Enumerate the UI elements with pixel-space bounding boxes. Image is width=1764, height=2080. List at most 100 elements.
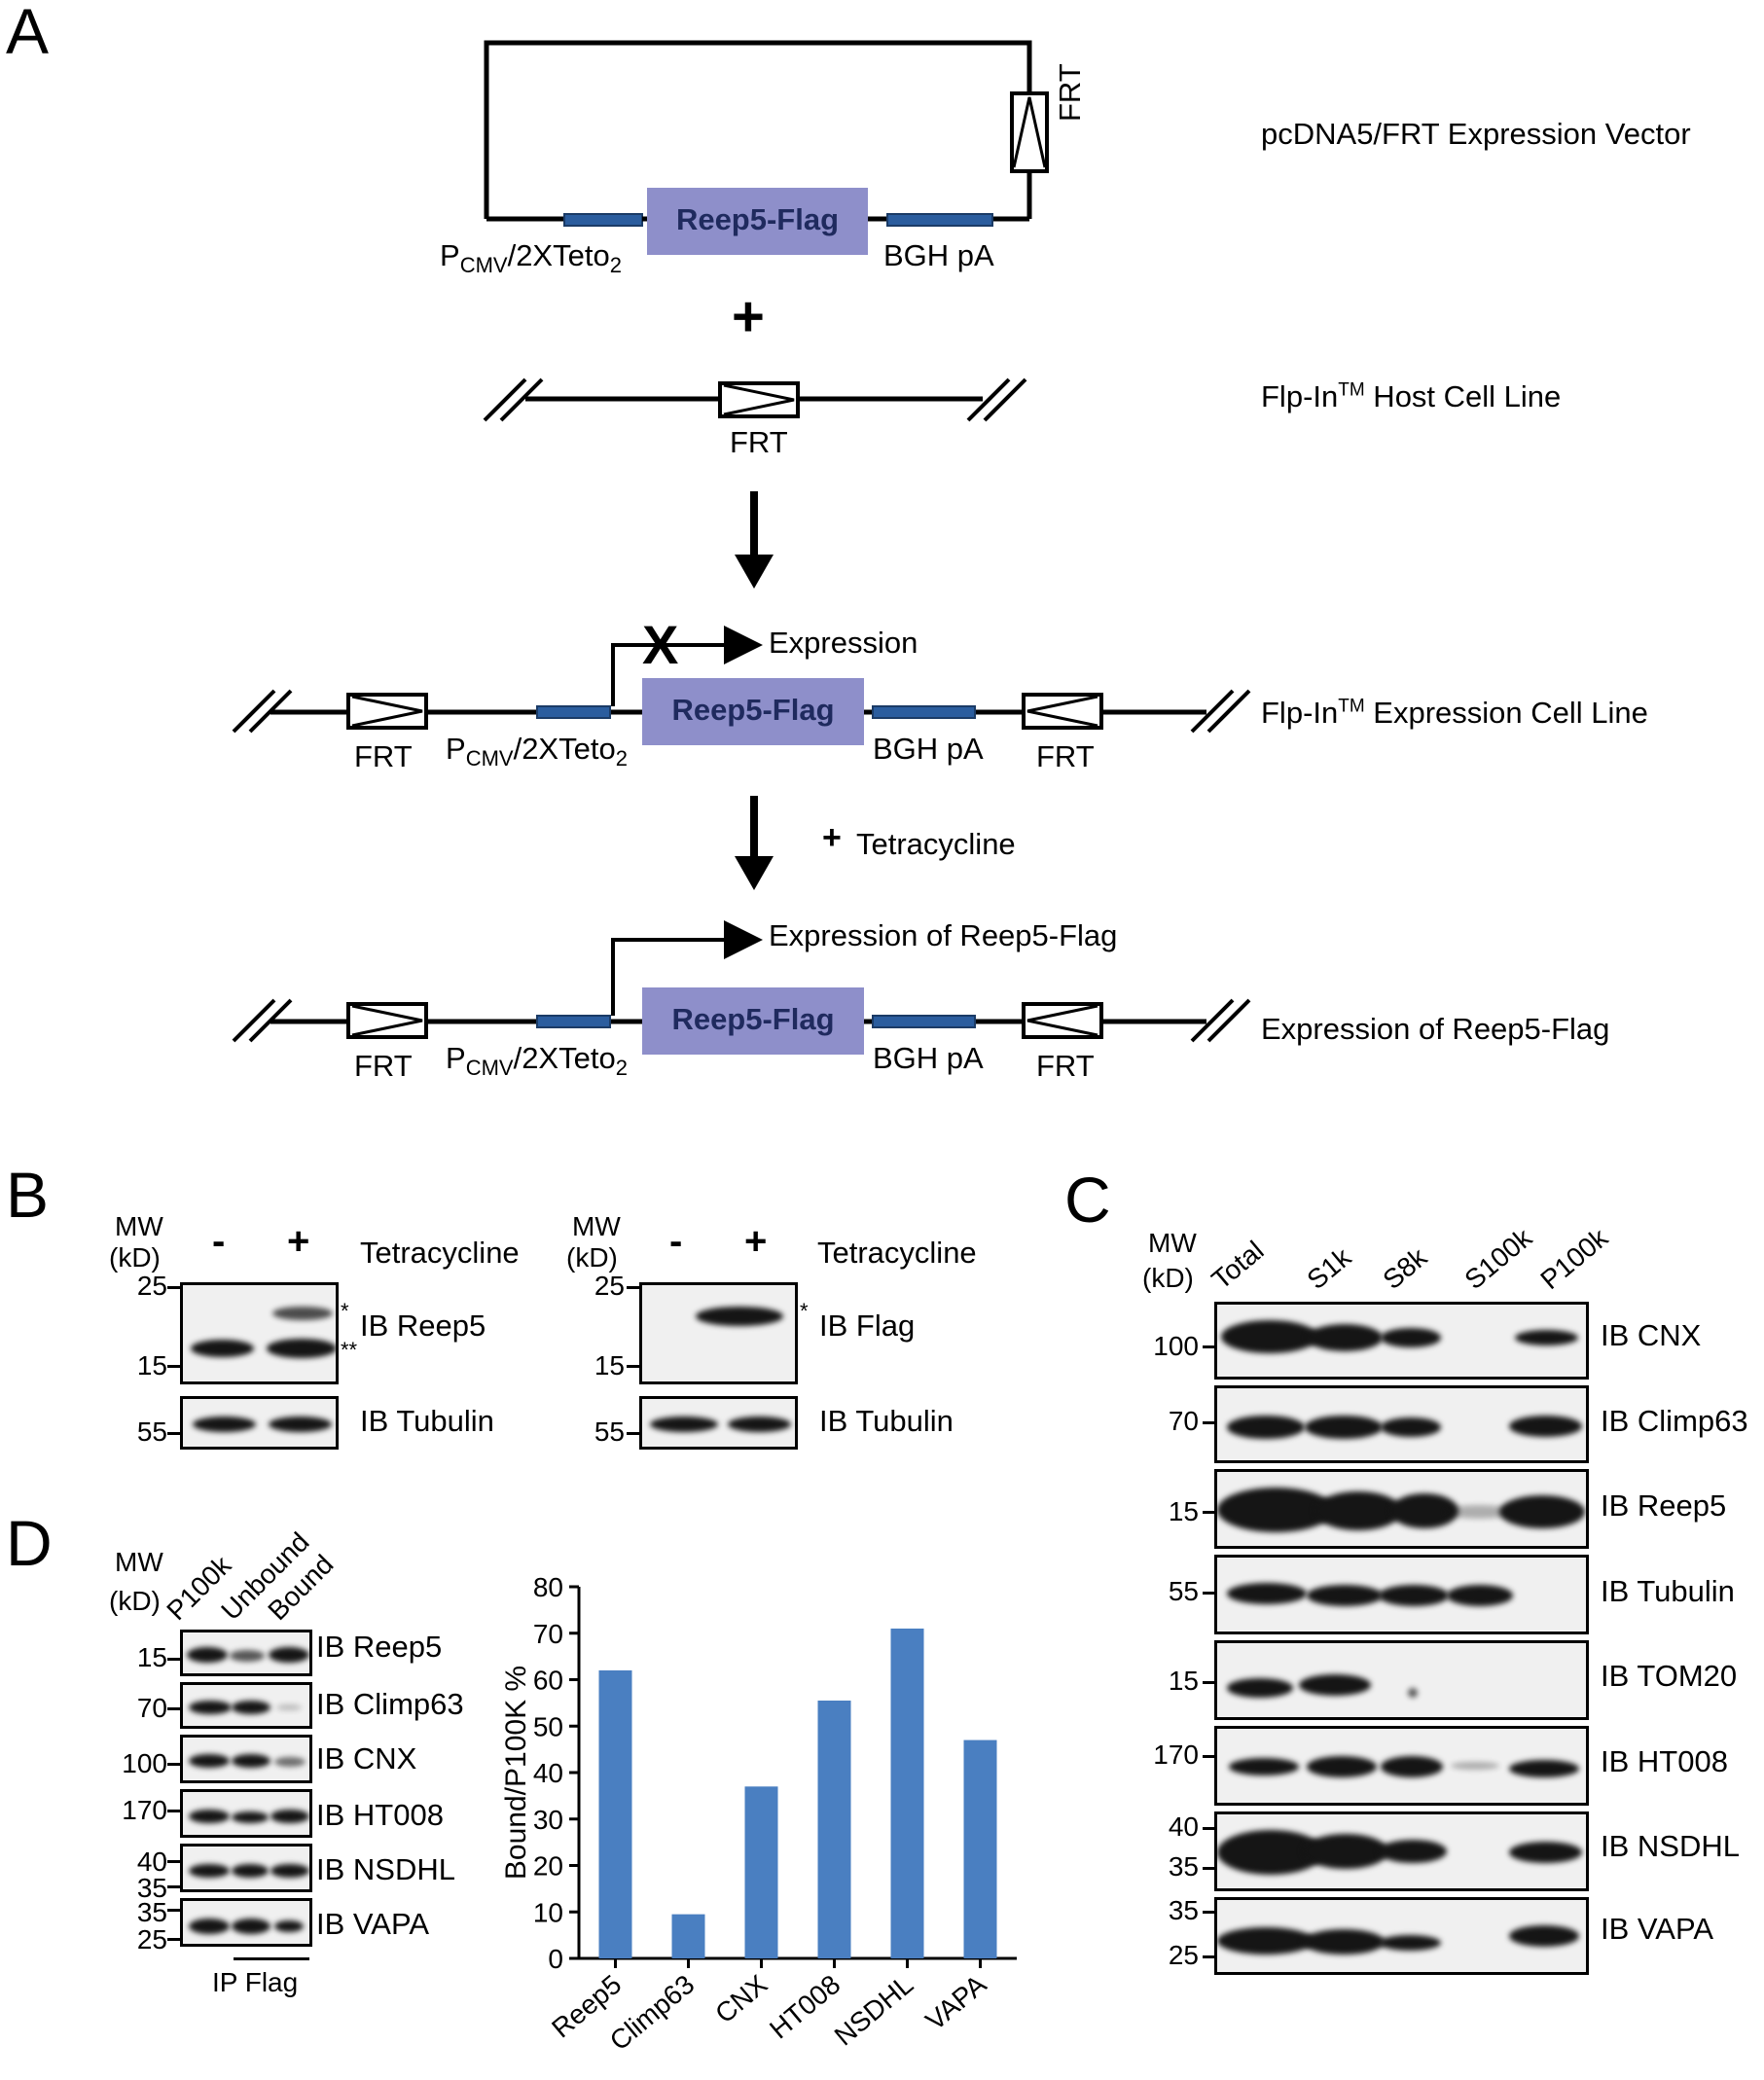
c-ht-b4 bbox=[1451, 1762, 1499, 1770]
vector-title: pcDNA5/FRT Expression Vector bbox=[1261, 117, 1691, 151]
host-title-rest: Host Cell Line bbox=[1364, 379, 1562, 413]
frt-final-1 bbox=[346, 1002, 428, 1039]
c-tom-b1 bbox=[1227, 1678, 1293, 1698]
x-mark: X bbox=[642, 614, 679, 675]
d-ib-cnx: IB CNX bbox=[316, 1741, 417, 1775]
c-reep5-b3 bbox=[1390, 1493, 1458, 1528]
c-cnx-blot bbox=[1214, 1302, 1589, 1380]
c-reep5-b5 bbox=[1499, 1495, 1585, 1528]
b-right-tick-15 bbox=[627, 1365, 640, 1368]
c-ib-cnx: IB CNX bbox=[1601, 1318, 1702, 1352]
b-left-tick-55 bbox=[167, 1432, 181, 1435]
b-left-minus: - bbox=[212, 1220, 226, 1263]
y-tick-label-40: 40 bbox=[533, 1758, 563, 1788]
promoter-sub2-2: 2 bbox=[615, 746, 628, 771]
b-right-plus: + bbox=[744, 1220, 768, 1263]
bgh-bar-3 bbox=[872, 1015, 976, 1028]
b-left-tick-15 bbox=[167, 1365, 181, 1368]
c-ht-b2 bbox=[1307, 1756, 1377, 1777]
b-left-mw-2: (kD) bbox=[109, 1242, 161, 1273]
b-right-flag-band bbox=[696, 1307, 783, 1326]
d-ip-label: IP Flag bbox=[212, 1967, 299, 1997]
d-ib-reep5: IB Reep5 bbox=[316, 1630, 443, 1664]
c-tick-70 bbox=[1203, 1421, 1216, 1424]
c-ns-b3 bbox=[1379, 1840, 1447, 1863]
tetracycline-plus: + bbox=[822, 819, 842, 856]
c-tick-40 bbox=[1203, 1827, 1216, 1830]
final-title: Expression of Reep5-Flag bbox=[1261, 1012, 1610, 1046]
promoter-sub: CMV bbox=[459, 253, 508, 278]
c-tubulin-blot bbox=[1214, 1555, 1589, 1634]
c-ht-b3 bbox=[1381, 1756, 1443, 1777]
b-right-mw-25: 25 bbox=[594, 1271, 625, 1301]
host-title: Flp-InTM Host Cell Line bbox=[1261, 379, 1561, 414]
c-lane-s100k: S100k bbox=[1458, 1222, 1538, 1296]
c-ib-vapa: IB VAPA bbox=[1601, 1912, 1714, 1946]
promoter-p-3: P bbox=[446, 1041, 466, 1075]
bar-reep5 bbox=[598, 1669, 632, 1958]
b-right-ib-tubulin: IB Tubulin bbox=[819, 1404, 954, 1438]
d-mw-25: 25 bbox=[136, 1924, 167, 1954]
b-left-reep5-blot bbox=[180, 1282, 339, 1384]
d-tick-35b bbox=[167, 1909, 181, 1912]
y-tick-label-30: 30 bbox=[533, 1805, 563, 1835]
x-tick-label-nsdhl: NSDHL bbox=[829, 1969, 919, 2052]
d-ib-climp63: IB Climp63 bbox=[316, 1687, 464, 1721]
b-right-mw-1: MW bbox=[572, 1211, 621, 1241]
c-mw-40: 40 bbox=[1168, 1811, 1199, 1842]
c-va-b5 bbox=[1509, 1925, 1579, 1947]
c-reep5-blot bbox=[1214, 1469, 1589, 1549]
d-mw-15: 15 bbox=[136, 1642, 167, 1672]
c-tom-b3 bbox=[1408, 1688, 1418, 1698]
b-left-mw-25: 25 bbox=[136, 1271, 167, 1301]
b-right-mw-2: (kD) bbox=[566, 1242, 618, 1273]
frt-final-2-label: FRT bbox=[1036, 1049, 1095, 1083]
bar-nsdhl bbox=[890, 1628, 924, 1958]
exprline-title: Flp-InTM Expression Cell Line bbox=[1261, 696, 1648, 731]
b-left-reep5-band-r bbox=[267, 1339, 336, 1358]
c-mw-100: 100 bbox=[1153, 1331, 1199, 1361]
c-mw-55: 55 bbox=[1168, 1576, 1199, 1606]
promoter-rest-3: /2XTeto bbox=[513, 1041, 616, 1075]
c-ib-climp63: IB Climp63 bbox=[1601, 1404, 1748, 1438]
d-ns-b3 bbox=[270, 1864, 309, 1878]
c-lane-total: Total bbox=[1206, 1235, 1270, 1296]
d-mw-1: MW bbox=[115, 1547, 163, 1577]
c-nsdhl-blot bbox=[1214, 1811, 1589, 1891]
d-ib-ht008: IB HT008 bbox=[316, 1798, 444, 1832]
c-ib-tom20: IB TOM20 bbox=[1601, 1659, 1738, 1693]
b-right-mw-55: 55 bbox=[594, 1417, 625, 1447]
d-tick-100 bbox=[167, 1763, 181, 1766]
d-tick-25 bbox=[167, 1938, 181, 1941]
y-tick-label-60: 60 bbox=[533, 1666, 563, 1696]
c-tick-15a bbox=[1203, 1511, 1216, 1514]
bar-vapa bbox=[963, 1739, 997, 1958]
b-right-tick-55 bbox=[627, 1432, 640, 1435]
b-left-tetracycline: Tetracycline bbox=[360, 1236, 520, 1270]
b-left-star1: * bbox=[341, 1299, 349, 1323]
c-tom-b2 bbox=[1299, 1674, 1371, 1696]
b-left-mw-1: MW bbox=[115, 1211, 163, 1241]
c-lane-p100k: P100k bbox=[1534, 1222, 1614, 1296]
d-ip-underline bbox=[234, 1957, 309, 1960]
d-ht-b1 bbox=[189, 1810, 230, 1823]
frt-vertical-label: FRT bbox=[1053, 63, 1087, 122]
c-vapa-blot bbox=[1214, 1897, 1589, 1975]
b-left-ib-tubulin: IB Tubulin bbox=[360, 1404, 494, 1438]
c-ns-b5 bbox=[1509, 1842, 1582, 1863]
d-ns-b2 bbox=[232, 1864, 269, 1878]
panel-a-schematic bbox=[232, 40, 1251, 1055]
frt-host bbox=[718, 381, 800, 418]
c-va-b3 bbox=[1379, 1935, 1441, 1951]
gene-box-3 bbox=[642, 987, 864, 1055]
b-left-reep5-band-l bbox=[191, 1340, 254, 1357]
panel-letter-d: D bbox=[6, 1507, 53, 1579]
d-mw-2: (kD) bbox=[109, 1586, 161, 1616]
b-left-tub-band-r bbox=[269, 1417, 332, 1432]
b-right-flag-blot bbox=[639, 1282, 798, 1384]
c-tick-170 bbox=[1203, 1755, 1216, 1758]
c-mw-70: 70 bbox=[1168, 1406, 1199, 1436]
gene-box-2 bbox=[642, 678, 864, 745]
host-title-main: Flp-In bbox=[1261, 379, 1339, 413]
d-climp-b3 bbox=[276, 1704, 302, 1710]
